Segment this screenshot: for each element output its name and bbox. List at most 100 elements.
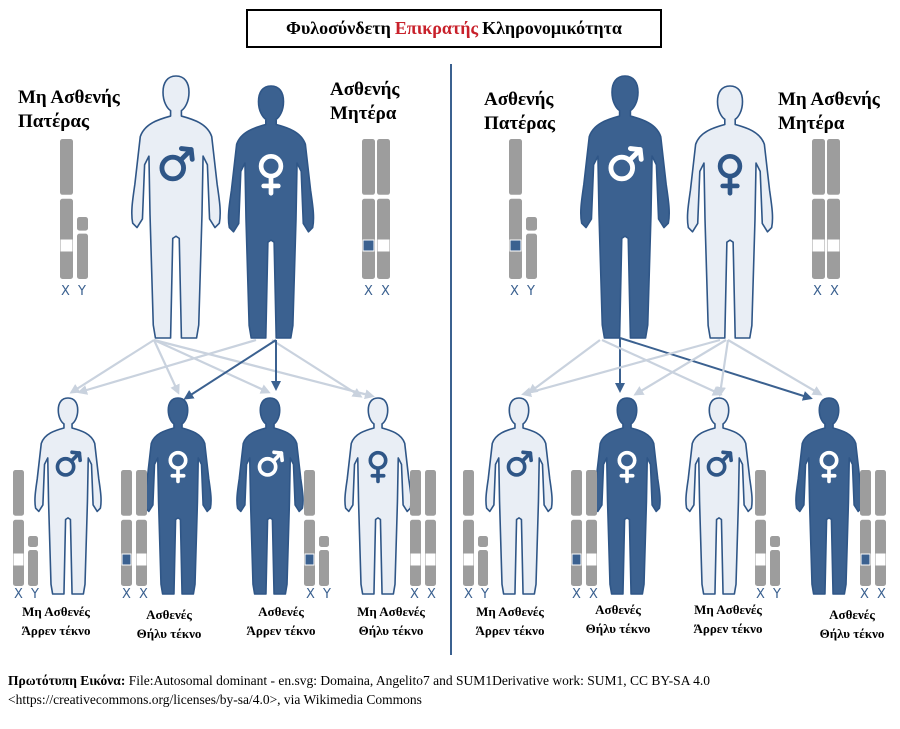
left-child1-y-chromosome	[28, 536, 38, 586]
left-child2-chromosome-label: X X	[122, 587, 150, 602]
left-child2-x1-chromosome	[121, 470, 132, 586]
female-symbol-icon	[368, 450, 388, 484]
right-mother-arrow-2	[633, 339, 727, 396]
left-mother-arrow-1	[77, 338, 257, 395]
left-child1-figure	[34, 397, 102, 595]
right-mother-label-line1: Μη Ασθενής	[778, 89, 880, 110]
male-symbol-icon	[506, 450, 533, 477]
credit-line1: File:Autosomal dominant - en.svg: Domain…	[128, 673, 710, 688]
right-father-chromosome-label: X Y	[510, 284, 537, 299]
diagram-title: Φυλοσύνδετη Επικρατής Κληρονομικότητα	[246, 9, 662, 48]
female-symbol-icon	[717, 153, 743, 196]
left-child4-chromosome-label: X X	[410, 587, 438, 602]
right-child3-chromosome-label: X Y	[756, 587, 783, 602]
left-child3-figure	[236, 397, 304, 595]
right-father-figure	[580, 75, 670, 339]
female-symbol-icon	[617, 450, 637, 484]
right-father-label-line2: Πατέρας	[484, 113, 556, 134]
right-child1-chromosome-label: X Y	[464, 587, 491, 602]
right-child3-x-chromosome	[755, 470, 766, 586]
right-mother-x1-chromosome	[812, 139, 825, 279]
left-child3-label: Ασθενές Άρρεν τέκνο	[221, 602, 341, 640]
title-post: Κληρονομικότητα	[482, 18, 622, 38]
title-highlight: Επικρατής	[394, 18, 479, 38]
right-child3-label-line2: Άρρεν τέκνο	[693, 621, 763, 636]
right-father-arrow-4	[601, 338, 723, 396]
left-child3-x-chromosome	[304, 470, 315, 586]
image-credit: Πρωτότυπη Εικόνα: File:Autosomal dominan…	[8, 671, 888, 709]
right-child2-figure	[593, 397, 661, 595]
left-child2-label-line1: Ασθενές	[146, 607, 192, 622]
right-child3-y-chromosome	[770, 536, 780, 586]
right-child4-x1-chromosome	[860, 470, 871, 586]
right-child2-x2-chromosome	[586, 470, 597, 586]
left-child1-chromosome-label: X Y	[14, 587, 41, 602]
right-mother-x2-chromosome	[827, 139, 840, 279]
right-father-arrow-3	[527, 339, 601, 394]
right-mother-label: Μη Ασθενής Μητέρα	[778, 88, 880, 136]
left-child1-x-chromosome	[13, 470, 24, 586]
right-child1-x-chromosome	[463, 470, 474, 586]
left-child4-x2-chromosome	[425, 470, 436, 586]
right-child3-label: Μη Ασθενές Άρρεν τέκνο	[668, 600, 788, 638]
left-mother-label: Ασθενής Μητέρα	[330, 78, 399, 126]
left-father-arrow-1	[69, 339, 155, 394]
left-child3-y-chromosome	[319, 536, 329, 586]
male-symbol-icon	[608, 146, 644, 182]
right-mother-chromosome-label: X X	[813, 284, 841, 299]
right-father-y-chromosome	[526, 217, 537, 279]
left-child4-x1-chromosome	[410, 470, 421, 586]
left-child1-label: Μη Ασθενές Άρρεν τέκνο	[0, 602, 116, 640]
right-child1-label-line2: Άρρεν τέκνο	[475, 623, 545, 638]
female-symbol-icon	[258, 153, 284, 196]
right-child1-y-chromosome	[478, 536, 488, 586]
left-child1-label-line2: Άρρεν τέκνο	[21, 623, 91, 638]
left-child3-label-line2: Άρρεν τέκνο	[246, 623, 316, 638]
left-father-figure	[131, 75, 221, 339]
left-child2-figure	[144, 397, 212, 595]
male-symbol-icon	[257, 450, 284, 477]
right-child2-label-line2: Θήλυ τέκνο	[585, 621, 651, 636]
male-symbol-icon	[159, 146, 195, 182]
right-father-arrow-2	[619, 337, 813, 401]
right-mother-figure	[686, 85, 774, 339]
right-child2-chromosome-label: X X	[572, 587, 600, 602]
left-child1-label-line1: Μη Ασθενές	[22, 604, 90, 619]
left-child3-chromosome-label: X Y	[306, 587, 333, 602]
left-child2-x2-chromosome	[136, 470, 147, 586]
left-father-x-chromosome	[60, 139, 73, 279]
left-mother-x2-chromosome	[377, 139, 390, 279]
left-father-label-line2: Πατέρας	[18, 111, 90, 132]
right-child2-label: Ασθενές Θήλυ τέκνο	[558, 600, 678, 638]
right-child4-x2-chromosome	[875, 470, 886, 586]
right-father-label: Ασθενής Πατέρας	[484, 88, 555, 136]
right-child1-label: Μη Ασθενές Άρρεν τέκνο	[450, 602, 570, 640]
left-mother-arrow-4	[271, 339, 363, 398]
male-symbol-icon	[706, 450, 733, 477]
right-child3-label-line1: Μη Ασθενές	[694, 602, 762, 617]
left-child4-label-line2: Θήλυ τέκνο	[358, 623, 424, 638]
left-father-label-line1: Μη Ασθενής	[18, 87, 120, 108]
credit-label: Πρωτότυπη Εικόνα:	[8, 673, 126, 688]
left-child2-label: Ασθενές Θήλυ τέκνο	[109, 605, 229, 643]
left-child4-label: Μη Ασθενές Θήλυ τέκνο	[331, 602, 451, 640]
left-child2-label-line2: Θήλυ τέκνο	[136, 626, 202, 641]
right-child4-label-line2: Θήλυ τέκνο	[819, 626, 885, 641]
right-child4-chromosome-label: X X	[860, 587, 888, 602]
left-father-y-chromosome	[77, 217, 88, 279]
right-child3-figure	[685, 397, 753, 595]
left-child4-figure	[344, 397, 412, 595]
female-symbol-icon	[168, 450, 188, 484]
left-mother-chromosome-label: X X	[364, 284, 392, 299]
right-child4-figure	[795, 397, 863, 595]
left-mother-label-line2: Μητέρα	[330, 103, 397, 124]
left-father-label: Μη Ασθενής Πατέρας	[18, 86, 120, 134]
left-mother-label-line1: Ασθενής	[330, 79, 400, 100]
left-child3-label-line1: Ασθενές	[258, 604, 304, 619]
right-child1-label-line1: Μη Ασθενές	[476, 604, 544, 619]
right-mother-label-line2: Μητέρα	[778, 113, 845, 134]
left-father-chromosome-label: X Y	[61, 284, 88, 299]
right-mother-arrow-4	[727, 339, 823, 396]
right-mother-arrow-1	[521, 338, 721, 397]
